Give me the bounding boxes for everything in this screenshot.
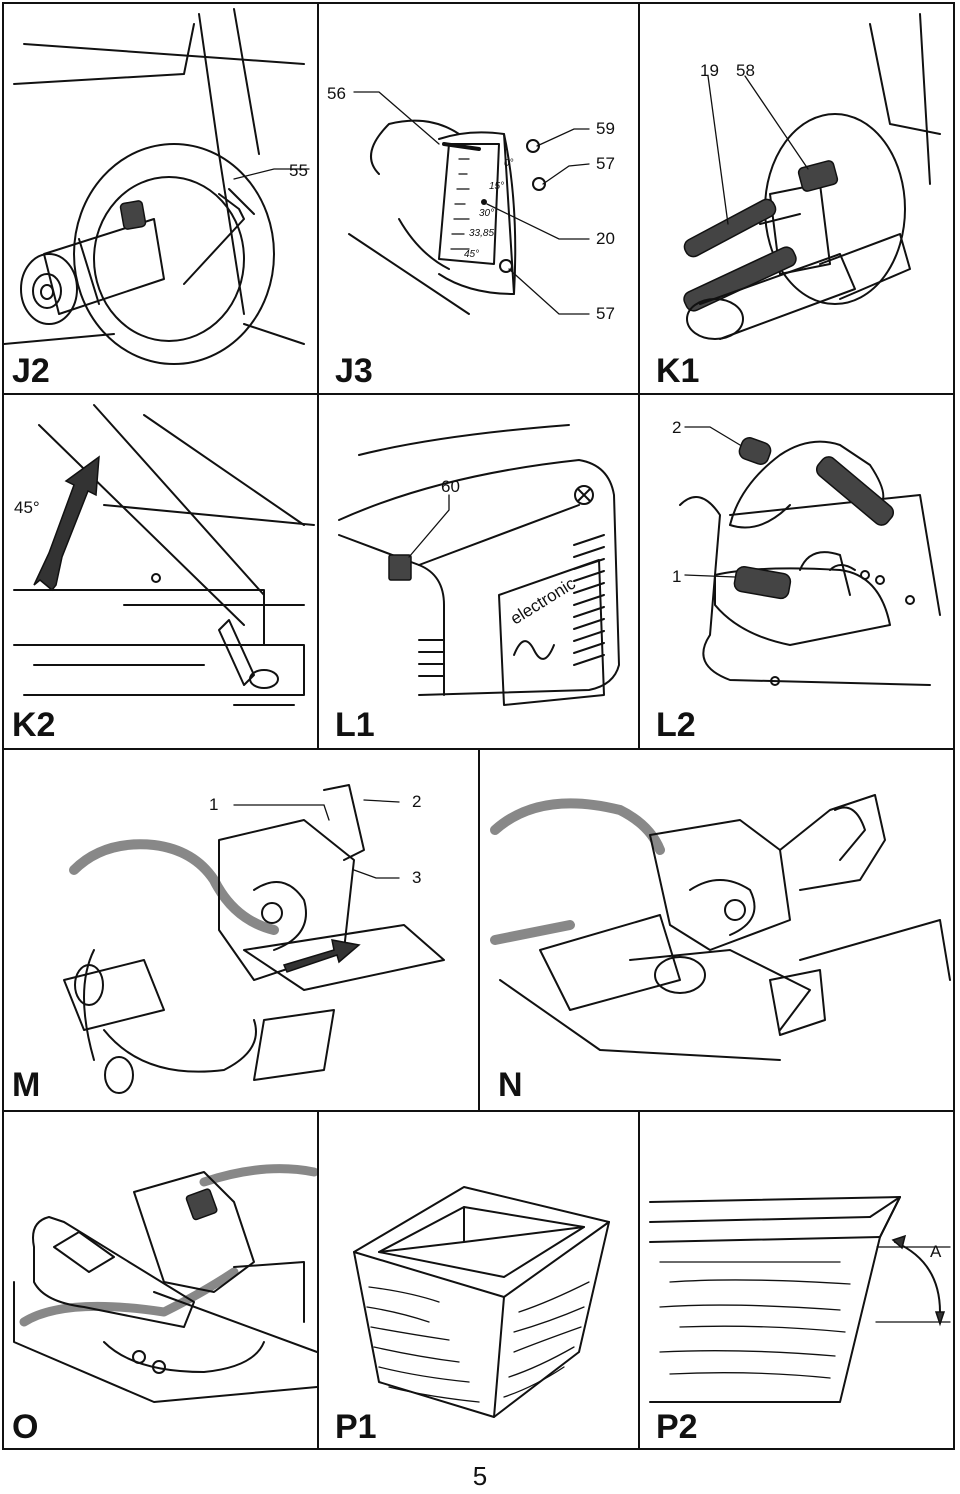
- j3-scale-15: 15°: [489, 181, 504, 192]
- j3-scale-3385: 33,85: [469, 228, 494, 239]
- panel-label-p1: P1: [335, 1408, 377, 1446]
- col-divider-r1r2-b: [638, 2, 640, 748]
- j2-illustration: 55: [4, 8, 310, 365]
- j3-scale-0: 0°: [504, 158, 514, 169]
- m-illustration: 1 2 3: [63, 784, 445, 1094]
- panel-label-n: N: [498, 1066, 523, 1104]
- j2-callout-55: 55: [289, 161, 308, 180]
- j3-illustration: 0° 15° 30° 33,85 45° 56 59 57 20 57: [327, 84, 615, 323]
- l1-brand-electronic: electronic: [507, 573, 579, 628]
- page-number: 5: [472, 1461, 488, 1491]
- l2-callout-2: 2: [672, 418, 681, 437]
- panel-k2: 45° K2: [4, 395, 317, 748]
- panel-label-l1: L1: [335, 706, 375, 744]
- l1-callout-60: 60: [441, 477, 460, 496]
- j3-scale-30: 30°: [479, 208, 494, 219]
- panel-k1: 19 58 K1: [640, 4, 955, 393]
- l2-illustration: 2 1: [672, 418, 941, 686]
- panel-p2: A P2: [640, 1112, 955, 1450]
- panel-label-k2: K2: [12, 706, 56, 744]
- m-callout-3: 3: [412, 868, 421, 887]
- col-divider-r1r2-a: [317, 2, 319, 748]
- j3-callout-20: 20: [596, 229, 615, 248]
- panel-l2: 2 1 L2: [640, 395, 955, 748]
- j3-callout-57-bottom: 57: [596, 304, 615, 323]
- j3-callout-59: 59: [596, 119, 615, 138]
- panel-m: 1 2 3 M: [4, 750, 478, 1110]
- panel-l1: electronic 60 L1: [319, 395, 638, 748]
- k1-callout-19: 19: [700, 61, 719, 80]
- m-callout-2: 2: [412, 792, 421, 811]
- k2-callout-45deg: 45°: [14, 498, 40, 517]
- p2-illustration: A: [649, 1196, 951, 1403]
- p2-callout-a: A: [930, 1242, 942, 1261]
- page-frame: [2, 2, 955, 1450]
- panel-p1: P1: [319, 1112, 638, 1450]
- row-divider-3: [2, 1110, 955, 1112]
- l1-illustration: electronic 60: [338, 424, 620, 706]
- j3-callout-56: 56: [327, 84, 346, 103]
- panel-label-m: M: [12, 1066, 41, 1104]
- o-illustration: [13, 1164, 317, 1403]
- col-divider-r4-b: [638, 1110, 640, 1450]
- panel-label-l2: L2: [656, 706, 696, 744]
- col-divider-r4-a: [317, 1110, 319, 1450]
- m-callout-1: 1: [209, 795, 218, 814]
- l2-callout-1: 1: [672, 567, 681, 586]
- k2-illustration: 45°: [13, 404, 315, 706]
- p1-illustration: [353, 1186, 610, 1418]
- n-illustration: [490, 794, 951, 1061]
- k1-illustration: 19 58: [683, 13, 941, 340]
- panel-j2: 55 J2: [4, 4, 317, 393]
- panel-label-k1: K1: [656, 352, 700, 390]
- panel-label-p2: P2: [656, 1408, 698, 1446]
- col-divider-r3: [478, 748, 480, 1110]
- j3-scale-45: 45°: [464, 249, 479, 260]
- panel-label-o: O: [12, 1408, 39, 1446]
- panel-j3: 0° 15° 30° 33,85 45° 56 59 57 20 57 J3: [319, 4, 638, 393]
- panel-n: N: [480, 750, 955, 1110]
- panel-label-j3: J3: [335, 352, 373, 390]
- k1-callout-58: 58: [736, 61, 755, 80]
- panel-o: O: [4, 1112, 317, 1450]
- panel-label-j2: J2: [12, 352, 50, 390]
- j3-callout-57-top: 57: [596, 154, 615, 173]
- row-divider-1: [2, 393, 955, 395]
